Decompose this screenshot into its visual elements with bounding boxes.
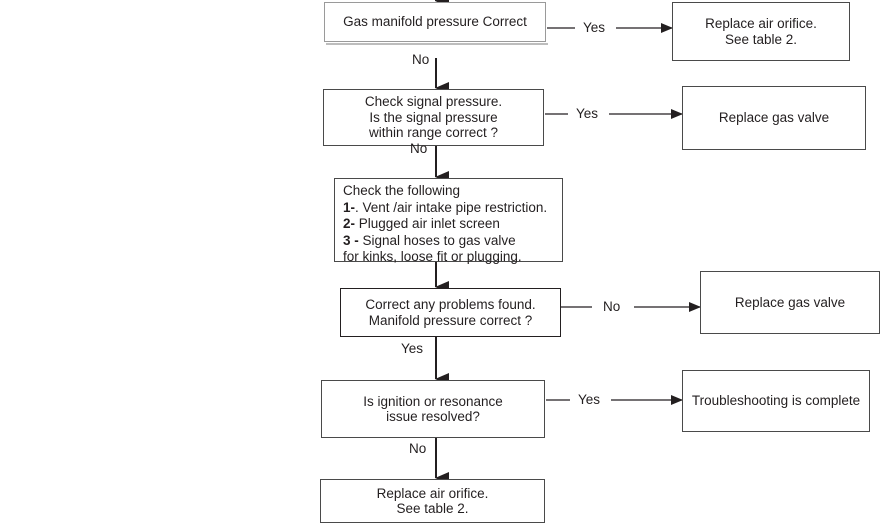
node-ignition-resonance-check-label: Is ignition or resonance issue resolved? <box>363 393 503 425</box>
edge-label-yes-4: Yes <box>578 392 601 407</box>
edge-label-yes-2: Yes <box>576 106 599 121</box>
node-replace-gas-valve-top-label: Replace gas valve <box>718 110 830 126</box>
check-following-item2-num: 2- <box>343 216 356 231</box>
check-following-heading: Check the following <box>343 183 461 198</box>
node-correct-problems-check-label: Correct any problems found. Manifold pre… <box>365 297 536 328</box>
check-following-item2-text: Plugged air inlet screen <box>355 216 500 231</box>
node-replace-air-orifice-bottom-label: Replace air orifice. See table 2. <box>376 485 489 517</box>
check-following-item3-num: 3 - <box>343 232 359 248</box>
node-replace-gas-valve-top[interactable]: Replace gas valve <box>682 86 866 150</box>
node-gas-manifold-check[interactable]: Gas manifold pressure Correct <box>324 2 546 42</box>
edge-label-no-4: No <box>409 441 427 456</box>
node-gas-manifold-check-label: Gas manifold pressure Correct <box>343 14 527 30</box>
edge-label-no-1: No <box>412 52 430 67</box>
node-replace-air-orifice-top[interactable]: Replace air orifice. See table 2. <box>672 2 850 61</box>
node-replace-gas-valve-mid-label: Replace gas valve <box>734 294 846 310</box>
node-troubleshooting-complete-label: Troubleshooting is complete <box>691 393 861 409</box>
check-following-item1-text: . Vent /air intake pipe restriction. <box>355 199 548 215</box>
edge-label-no-3: No <box>603 299 621 314</box>
node-replace-gas-valve-mid[interactable]: Replace gas valve <box>700 271 880 334</box>
node-signal-pressure-check[interactable]: Check signal pressure. Is the signal pre… <box>323 89 544 146</box>
check-following-item1-num: 1- <box>343 199 356 215</box>
node-ignition-resonance-check[interactable]: Is ignition or resonance issue resolved? <box>321 380 545 438</box>
node-signal-pressure-check-label: Check signal pressure. Is the signal pre… <box>364 94 503 141</box>
check-following-item3-cont: for kinks, loose fit or plugging. <box>343 249 522 264</box>
node-troubleshooting-complete[interactable]: Troubleshooting is complete <box>682 370 870 432</box>
check-following-item3-text: Signal hoses to gas valve <box>358 232 516 248</box>
node-replace-air-orifice-bottom[interactable]: Replace air orifice. See table 2. <box>320 479 545 523</box>
node-correct-problems-check[interactable]: Correct any problems found. Manifold pre… <box>340 288 561 337</box>
edge-label-yes-3: Yes <box>401 341 424 356</box>
edge-label-yes-1: Yes <box>583 20 606 35</box>
edge-label-no-2: No <box>410 141 428 156</box>
node-gas-manifold-shadow <box>326 43 548 45</box>
node-replace-air-orifice-top-label: Replace air orifice. See table 2. <box>705 16 817 47</box>
